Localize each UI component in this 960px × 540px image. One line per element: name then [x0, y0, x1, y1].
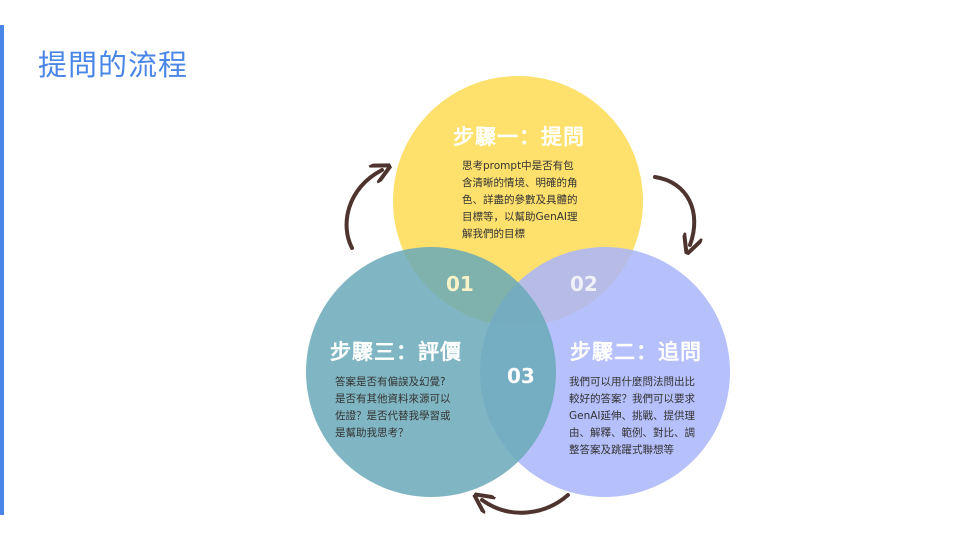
- step1-line: 目標等，以幫助GenAI理: [462, 211, 578, 223]
- step2-line: 由、解釋、範例、對比、調: [569, 427, 695, 439]
- cycle-arrow-top-left: [344, 170, 382, 250]
- step2-line: 整答案及跳躍式聯想等: [569, 444, 674, 456]
- step2-line: 較好的答案？我們可以要求: [569, 393, 695, 405]
- cycle-arrow-bottom: [482, 495, 570, 515]
- page-title: 提問的流程: [38, 48, 189, 82]
- step3-number: 03: [507, 364, 535, 388]
- step1-line: 思考prompt中是否有包: [462, 160, 574, 172]
- cycle-arrow-right: [653, 175, 694, 245]
- step2-title: 步驟二：追問: [570, 340, 702, 364]
- step2-line: GenAI延伸、挑戰、提供理: [569, 410, 696, 422]
- step1-line: 解我們的目標: [462, 228, 525, 240]
- step1-line: 含清晰的情境、明確的角: [462, 177, 578, 189]
- step1-title: 步驟一：提問: [453, 125, 585, 149]
- step2-description: 我們可以用什麼問法問出比 較好的答案？我們可以要求 GenAI延伸、挑戰、提供理…: [569, 374, 719, 459]
- left-accent-rule: [0, 25, 4, 515]
- step1-number: 01: [446, 272, 474, 296]
- step2-circle: [480, 247, 730, 497]
- step3-title: 步驟三：評價: [330, 340, 462, 364]
- step1-line: 色、詳盡的參數及具體的: [462, 194, 578, 206]
- step3-line: 是否有其他資料來源可以: [335, 393, 451, 405]
- step3-line: 佐證？是否代替我學習或: [335, 410, 451, 422]
- step3-circle: [306, 247, 556, 497]
- step3-line: 答案是否有偏誤及幻覺?: [335, 376, 446, 388]
- step3-description: 答案是否有偏誤及幻覺? 是否有其他資料來源可以 佐證？是否代替我學習或 是幫助我…: [335, 374, 475, 442]
- step1-description: 思考prompt中是否有包 含清晰的情境、明確的角 色、詳盡的參數及具體的 目標…: [462, 158, 602, 243]
- step3-line: 是幫助我思考？: [335, 427, 409, 439]
- step2-number: 02: [570, 272, 598, 296]
- step2-line: 我們可以用什麼問法問出比: [569, 376, 695, 388]
